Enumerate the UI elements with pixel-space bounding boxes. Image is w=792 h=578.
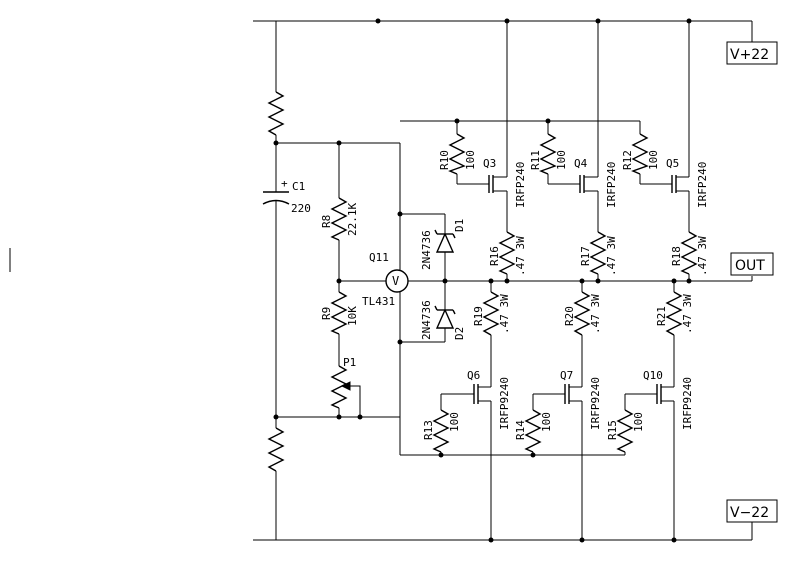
q3-ref: Q3 — [483, 157, 496, 170]
q7-part: IRFP9240 — [589, 377, 602, 430]
r9-ref: R9 — [320, 307, 333, 320]
r10-value: 100 — [464, 150, 477, 170]
r17-value: .47 3W — [605, 236, 618, 276]
d1-part: 2N4736 — [420, 230, 433, 270]
r15-value: 100 — [632, 412, 645, 432]
upper-stage-2 — [539, 21, 607, 281]
c1-value: 220 — [291, 202, 311, 215]
q6-ref: Q6 — [467, 369, 480, 382]
port-out-label: OUT — [735, 258, 765, 274]
r8-ref: R8 — [320, 215, 333, 228]
r13-value: 100 — [448, 412, 461, 432]
r12-value: 100 — [647, 150, 660, 170]
lower-stage-1 — [432, 281, 500, 540]
lower-stage-3 — [616, 281, 683, 540]
r20-ref: R20 — [563, 306, 576, 326]
d2-part: 2N4736 — [420, 300, 433, 340]
r21-value: .47 3W — [681, 294, 694, 334]
c1-polarity: + — [281, 177, 288, 190]
port-out: OUT — [730, 252, 774, 276]
r10-ref: R10 — [438, 150, 451, 170]
bias-network — [330, 143, 445, 455]
r18-ref: R18 — [670, 246, 683, 266]
port-vplus: V+22 — [726, 41, 778, 65]
q5-part: IRFP240 — [696, 162, 709, 208]
q5-ref: Q5 — [666, 157, 679, 170]
r14-value: 100 — [540, 412, 553, 432]
q11-ref: Q11 — [369, 251, 389, 264]
q4-part: IRFP240 — [605, 162, 618, 208]
q4-ref: Q4 — [574, 157, 588, 170]
q3-part: IRFP240 — [514, 162, 527, 208]
d1-ref: D1 — [453, 219, 466, 232]
r17-ref: R17 — [579, 246, 592, 266]
r12-ref: R12 — [621, 150, 634, 170]
port-vminus: V−22 — [726, 499, 778, 523]
port-vplus-label: V+22 — [730, 47, 769, 63]
r21-ref: R21 — [655, 306, 668, 326]
q11-part: TL431 — [362, 295, 395, 308]
lower-stage-2 — [524, 281, 591, 540]
r16-ref: R16 — [488, 246, 501, 266]
r19-ref: R19 — [472, 306, 485, 326]
q7-ref: Q7 — [560, 369, 573, 382]
junction-dots — [273, 18, 692, 543]
q6-part: IRFP9240 — [498, 377, 511, 430]
r11-ref: R11 — [529, 150, 542, 170]
r11-value: 100 — [555, 150, 568, 170]
r15-ref: R15 — [606, 420, 619, 440]
r9-value: 10K — [346, 306, 359, 326]
r16-value: .47 3W — [514, 236, 527, 276]
r20-value: .47 3W — [589, 294, 602, 334]
r19-value: .47 3W — [498, 294, 511, 334]
q10-part: IRFP9240 — [681, 377, 694, 430]
r18-value: .47 3W — [696, 236, 709, 276]
r13-ref: R13 — [422, 420, 435, 440]
d2-ref: D2 — [453, 327, 466, 340]
negative-rail — [253, 522, 753, 541]
upper-stage-3 — [631, 21, 698, 281]
p1-ref: P1 — [343, 356, 356, 369]
q10-ref: Q10 — [643, 369, 663, 382]
r8-value: 22.1K — [346, 203, 359, 236]
q11-symbol: V — [392, 274, 399, 288]
positive-rail — [253, 20, 753, 42]
r14-ref: R14 — [514, 420, 527, 440]
upper-stage-1 — [448, 21, 516, 281]
c1-ref: C1 — [292, 180, 305, 193]
port-vminus-label: V−22 — [730, 505, 769, 521]
